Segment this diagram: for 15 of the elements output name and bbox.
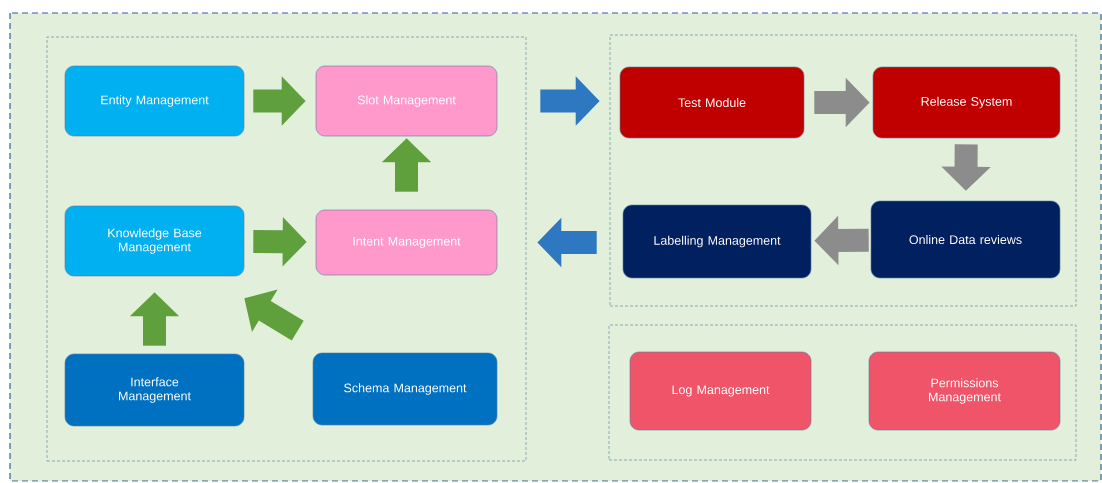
process-box: Test Module (619, 66, 805, 139)
process-box: Permissions Management (868, 351, 1061, 431)
process-box: Interface Management (64, 353, 245, 427)
process-box: Labelling Management (622, 204, 812, 279)
process-box: Intent Management (315, 209, 498, 276)
process-box: Release System (872, 66, 1061, 139)
group-frame (46, 36, 527, 462)
process-box: Entity Management (64, 65, 245, 137)
process-box: Slot Management (315, 65, 498, 137)
group-frame (608, 324, 1077, 461)
group-frame (609, 34, 1077, 307)
process-box: Knowledge Base Management (64, 205, 245, 277)
process-box: Online Data reviews (870, 200, 1061, 279)
process-box: Log Management (629, 351, 812, 431)
process-box: Schema Management (312, 352, 498, 426)
